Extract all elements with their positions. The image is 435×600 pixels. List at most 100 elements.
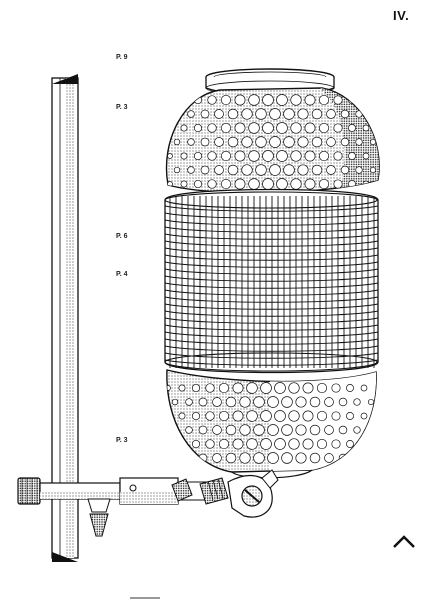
perforation-hole [173, 166, 181, 174]
perforation-hole [267, 396, 279, 408]
perforation-hole [367, 398, 375, 406]
perforation-hole [331, 383, 341, 393]
perforation-hole [241, 164, 253, 176]
perforation-hole [178, 412, 186, 420]
perforation-hole [311, 164, 323, 176]
perforation-hole [227, 164, 239, 176]
perforation-hole [304, 178, 316, 190]
perforation-hole [269, 164, 281, 176]
perforation-hole [331, 411, 341, 421]
perforation-hole [241, 136, 253, 148]
perforation-hole [173, 110, 181, 118]
perforation-hole [207, 95, 217, 105]
page-number: IV. [393, 8, 410, 23]
perforation-hole [214, 137, 224, 147]
perforation-hole [218, 410, 230, 422]
perforation-hole [326, 137, 336, 147]
perforation-hole [269, 136, 281, 148]
label-p3-upper-shell: P. 3 [116, 104, 128, 111]
perforation-hole [248, 150, 260, 162]
perforation-hole [173, 138, 181, 146]
perforation-hole [297, 136, 309, 148]
perforation-hole [369, 166, 377, 174]
perforation-hole [246, 382, 258, 394]
perforation-hole [311, 136, 323, 148]
cage-wire-horizontal [164, 212, 379, 219]
perforation-hole [281, 396, 293, 408]
perforation-hole [355, 110, 363, 118]
perforation-hole [297, 108, 309, 120]
perforation-hole [348, 124, 356, 132]
clamp-arm [17, 469, 279, 537]
perforation-hole [267, 424, 279, 436]
perforation-hole [185, 398, 193, 406]
cage-wire-horizontal [164, 282, 379, 289]
perforation-hole [260, 382, 272, 394]
perforation-hole [253, 424, 265, 436]
perforation-hole [340, 165, 350, 175]
perforation-hole [316, 382, 328, 394]
perforation-hole [353, 398, 361, 406]
perforation-hole [276, 150, 288, 162]
vertical-rod [51, 74, 79, 562]
perforation-hole [290, 150, 302, 162]
perforation-hole [239, 396, 251, 408]
perforation-hole [180, 124, 188, 132]
perforation-hole [191, 411, 201, 421]
perforation-hole [346, 384, 354, 392]
perforation-hole [333, 179, 343, 189]
cage-wire-horizontal [164, 247, 379, 254]
perforation-hole [218, 382, 230, 394]
perforation-hole [353, 454, 361, 462]
perforation-hole [369, 138, 377, 146]
perforation-hole [227, 136, 239, 148]
cage-wire-horizontal [164, 254, 379, 261]
perforation-hole [166, 413, 171, 419]
perforation-hole [246, 410, 258, 422]
perforation-hole [262, 150, 274, 162]
perforation-hole [302, 382, 314, 394]
perforation-hole [288, 410, 300, 422]
perforation-hole [304, 94, 316, 106]
perforation-hole [290, 94, 302, 106]
perforation-hole [309, 452, 321, 464]
perforation-hole [180, 96, 188, 104]
perforation-hole [220, 94, 232, 106]
perforation-hole [362, 124, 370, 132]
perforation-hole [283, 164, 295, 176]
cage-wire-horizontal [164, 205, 379, 212]
perforation-hole [225, 424, 237, 436]
perforation-hole [302, 438, 314, 450]
perforation-hole [198, 425, 208, 435]
perforation-hole [212, 397, 222, 407]
perforation-hole [227, 108, 239, 120]
cage-wire-horizontal [164, 317, 379, 324]
perforation-hole [253, 396, 265, 408]
cage-wire-horizontal [164, 226, 379, 233]
perforation-hole [338, 425, 348, 435]
label-p6-cage: P. 6 [116, 233, 128, 240]
cage-wire-horizontal [164, 310, 379, 317]
perforation-hole [205, 411, 215, 421]
perforation-hole [234, 94, 246, 106]
cage-wire-horizontal [164, 240, 379, 247]
perforation-hole [340, 137, 350, 147]
perforation-hole [207, 179, 217, 189]
perforation-hole [340, 109, 350, 119]
perforation-hole [274, 438, 286, 450]
perforation-hole [191, 439, 201, 449]
perforation-hole [331, 439, 341, 449]
perforation-hole [318, 178, 330, 190]
perforation-hole [171, 426, 179, 434]
label-p4-inner: P. 4 [116, 271, 128, 278]
perforation-hole [324, 397, 334, 407]
caret-up-icon [393, 535, 415, 548]
perforation-hole [205, 439, 215, 449]
perforation-hole [220, 150, 232, 162]
perforation-hole [316, 410, 328, 422]
label-p3-lower-shell: P. 3 [116, 437, 128, 444]
perforation-hole [362, 96, 370, 104]
perforation-hole [262, 94, 274, 106]
perforation-hole [338, 453, 348, 463]
perforation-hole [167, 125, 173, 131]
